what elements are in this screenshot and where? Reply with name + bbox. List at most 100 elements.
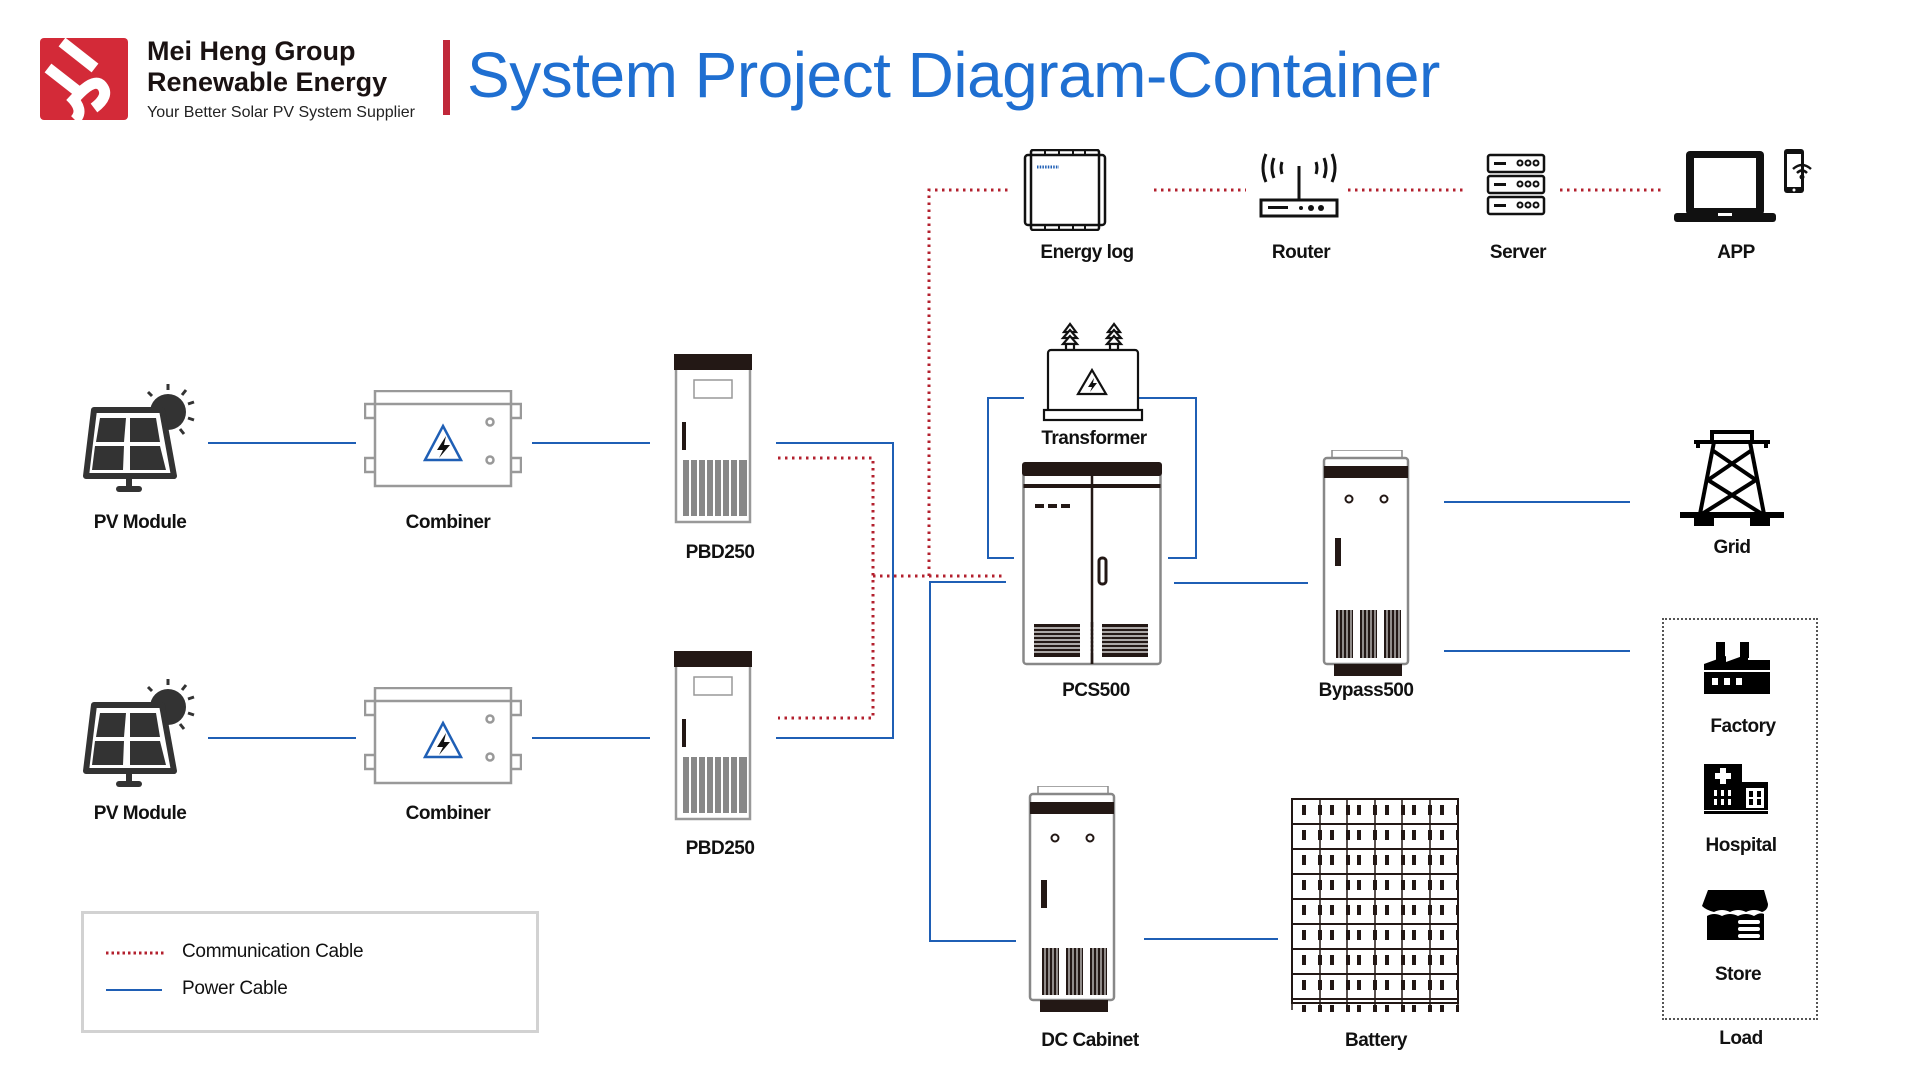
app-label: APP [1717,242,1755,263]
battery-terminal [1385,905,1389,915]
company-tagline: Your Better Solar PV System Supplier [147,104,415,121]
battery-terminal [1357,1005,1361,1015]
battery-terminal [1385,955,1389,965]
battery-terminal [1330,905,1334,915]
battery-icon [1291,798,1460,1015]
transformer[interactable] [1040,322,1150,431]
battery-terminal [1346,905,1350,915]
dc-cabinet[interactable] [1028,785,1118,1017]
company-name-line2: Renewable Energy [147,67,388,97]
battery-terminal [1456,905,1460,915]
laptop-phone-icon [1674,149,1812,222]
battery-terminal [1318,855,1322,865]
battery-terminal [1412,855,1416,865]
battery-terminal [1456,805,1460,815]
battery-terminal [1428,880,1432,890]
hospital-label: Hospital [1705,835,1777,856]
battery-terminal [1302,1005,1306,1015]
grid-label: Grid [1713,537,1751,558]
pbd250-cabinet-2[interactable] [674,651,754,826]
combiner-1[interactable] [363,389,523,493]
battery-terminal [1330,830,1334,840]
logo-mark-icon [44,37,111,124]
bypass500-cabinet[interactable] [1322,449,1412,681]
battery-terminal [1330,805,1334,815]
battery-terminal [1412,1005,1416,1015]
battery-terminal [1428,830,1432,840]
pbd250-label-2: PBD250 [685,838,755,859]
battery-terminal [1373,955,1377,965]
battery-terminal [1456,830,1460,840]
battery-terminal [1373,830,1377,840]
battery-terminal [1401,830,1405,840]
battery-terminal [1401,1005,1405,1015]
app-device[interactable] [1674,147,1826,230]
battery-terminal [1357,855,1361,865]
battery-terminal [1385,830,1389,840]
battery-terminal [1385,1005,1389,1015]
battery-terminal [1412,905,1416,915]
transmission-tower-icon [1680,430,1784,526]
pv-module-1[interactable] [82,382,202,501]
battery-terminal [1357,830,1361,840]
factory-icon [1704,642,1770,694]
router-device[interactable] [1258,148,1340,225]
battery-terminal [1401,855,1405,865]
battery-terminal [1357,930,1361,940]
battery-terminal [1401,955,1405,965]
store-icon [1702,890,1768,940]
hospital-load[interactable] [1704,764,1770,819]
battery-label: Battery [1345,1030,1407,1051]
battery-terminal [1346,855,1350,865]
power-cable [1116,397,1197,559]
power-cable [987,397,1024,559]
battery-terminal [1456,880,1460,890]
combiner-label-2: Combiner [405,803,491,824]
pv-module-2[interactable] [82,677,202,796]
power-cable [776,442,894,739]
datalogger-icon [1023,148,1107,232]
battery-terminal [1346,930,1350,940]
pcs500-cabinet[interactable] [1022,462,1162,671]
battery-terminal [1428,855,1432,865]
server-device[interactable] [1486,153,1546,222]
combiner-box-icon [363,686,523,785]
battery-rack[interactable] [1291,798,1460,1017]
battery-terminal [1302,930,1306,940]
battery-terminal [1428,930,1432,940]
battery-terminal [1456,980,1460,990]
solar-panel-icon [83,384,195,492]
battery-terminal [1302,855,1306,865]
battery-terminal [1440,805,1444,815]
pbd250-cabinet-1[interactable] [674,354,754,529]
combiner-2[interactable] [363,686,523,790]
battery-terminal [1373,805,1377,815]
battery-terminal [1440,1005,1444,1015]
legend: Communication Cable Power Cable [81,911,539,1033]
battery-terminal [1318,805,1322,815]
factory-label: Factory [1710,716,1776,737]
server-icon [1486,153,1546,216]
grid-tower[interactable] [1680,428,1784,535]
battery-terminal [1346,830,1350,840]
battery-terminal [1318,830,1322,840]
pbd-cabinet-icon [674,354,752,524]
battery-terminal [1302,980,1306,990]
hospital-icon [1704,764,1768,814]
battery-terminal [1385,930,1389,940]
energy-log-device[interactable] [1023,148,1107,236]
store-load[interactable] [1702,890,1770,947]
battery-terminal [1302,905,1306,915]
battery-terminal [1346,880,1350,890]
battery-terminal [1428,955,1432,965]
title-divider [443,40,450,115]
battery-terminal [1456,955,1460,965]
pbd250-label-1: PBD250 [685,542,755,563]
factory-load[interactable] [1704,642,1772,699]
pv-module-label-2: PV Module [93,803,187,824]
battery-terminal [1302,955,1306,965]
battery-terminal [1357,805,1361,815]
communication-cables [778,188,1662,720]
battery-terminal [1456,930,1460,940]
